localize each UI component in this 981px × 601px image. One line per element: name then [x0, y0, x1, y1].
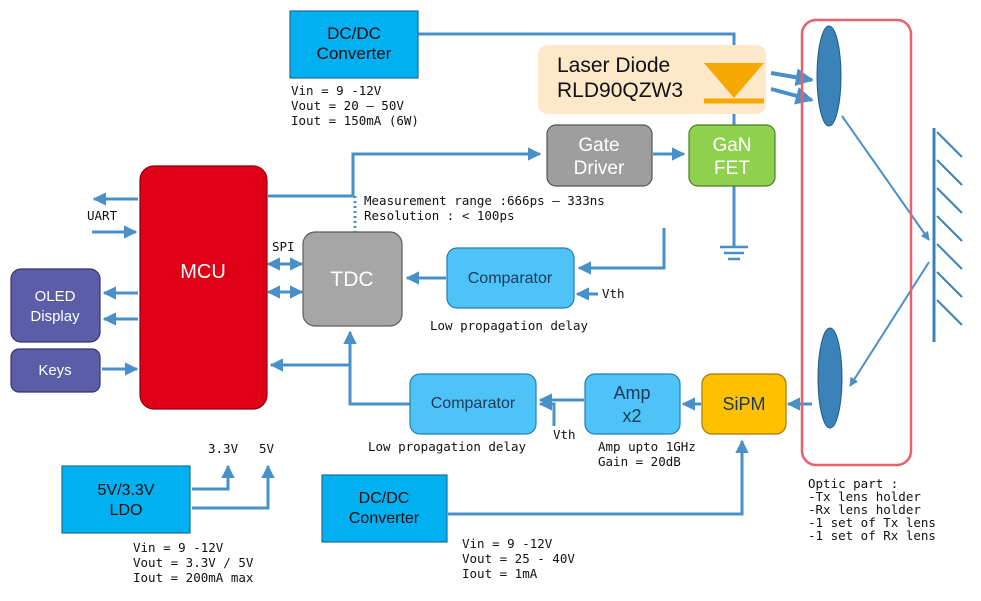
- amp-line1: Amp: [613, 383, 650, 403]
- spi-label: SPI: [272, 239, 295, 254]
- gan-fet-block: [688, 124, 776, 187]
- dcdc-bottom-line2: Converter: [349, 510, 420, 527]
- laser-line1: Laser Diode: [557, 54, 670, 77]
- uart-label: UART: [87, 208, 118, 223]
- v5-label: 5V: [259, 441, 275, 456]
- optical-path-tx: [841, 115, 930, 241]
- dcdc-top-spec-1: Vin = 9 -12V: [291, 83, 382, 98]
- ground-icon: [720, 245, 748, 261]
- rx-lens-icon: [817, 327, 843, 429]
- diode-icon: [704, 63, 764, 104]
- oled-line1: OLED: [35, 288, 76, 305]
- gan-line2: FET: [714, 158, 750, 179]
- ldo-line1: 5V/3.3V: [98, 482, 155, 499]
- optic-spec-tx-holder: -Tx lens holder: [808, 489, 921, 504]
- dcdc-top-spec-3: Iout = 150mA (6W): [291, 113, 419, 128]
- vth-bottom-label: Vth: [553, 427, 576, 442]
- comparator-top-label: Comparator: [468, 270, 553, 287]
- mcu-label: MCU: [180, 261, 226, 283]
- optic-spec-rx-holder: -Rx lens holder: [808, 502, 921, 517]
- comparator-bottom-block: [409, 373, 537, 435]
- dcdc-top-line2: Converter: [317, 44, 392, 63]
- dcdc-converter-top: [289, 10, 419, 79]
- dcdc-top-spec-2: Vout = 20 – 50V: [291, 98, 404, 113]
- wires: [92, 32, 930, 516]
- tdc-measurement-range: Measurement range :666ps – 333ns: [364, 193, 605, 208]
- target-surface-icon: [932, 128, 963, 342]
- tx-lens-icon: [816, 25, 842, 127]
- laser-beam-1: [770, 68, 814, 87]
- ldo-block: [61, 465, 191, 534]
- dcdc-bottom-spec-1: Vin = 9 -12V: [462, 536, 553, 551]
- dcdc-top-line1: DC/DC: [327, 24, 381, 43]
- delay-bottom-label: Low propagation delay: [368, 439, 527, 454]
- keys-block: [10, 348, 101, 393]
- wire-mcu-to-gate: [268, 147, 542, 198]
- dcdc-converter-bottom: [321, 474, 448, 543]
- amplifier-block: [584, 373, 681, 435]
- optic-spec-title: Optic part :: [808, 476, 898, 491]
- wire-comparator2-to-tdc: [343, 330, 411, 406]
- keys-label: Keys: [38, 362, 71, 379]
- gate-driver-block: [546, 124, 653, 187]
- laser-diode-panel: [538, 45, 766, 114]
- wire-gan-to-comparator: [577, 228, 666, 275]
- sipm-label: SiPM: [722, 394, 765, 414]
- dcdc-bottom-spec-2: Vout = 25 - 40V: [462, 551, 575, 566]
- comparator-bottom-label: Comparator: [431, 395, 516, 412]
- dcdc-bottom-spec-3: Iout = 1mA: [462, 566, 538, 581]
- optical-path-rx: [849, 261, 930, 387]
- mcu-block: [139, 165, 268, 410]
- gan-line1: GaN: [712, 135, 751, 156]
- oled-display-block: [10, 268, 101, 343]
- laser-beam-2: [770, 87, 814, 105]
- amp-line2: x2: [622, 406, 641, 426]
- delay-top-label: Low propagation delay: [430, 318, 589, 333]
- ldo-spec-2: Vout = 3.3V / 5V: [133, 555, 254, 570]
- dcdc-bottom-line1: DC/DC: [359, 490, 410, 507]
- tdc-resolution: Resolution : < 100ps: [364, 208, 515, 223]
- gate-line1: Gate: [578, 135, 619, 156]
- ldo-spec-3: Iout = 200mA max: [133, 570, 254, 585]
- amp-spec-1: Amp upto 1GHz: [598, 439, 696, 454]
- ldo-spec-1: Vin = 9 -12V: [133, 540, 224, 555]
- comparator-top-block: [446, 247, 575, 309]
- tdc-label: TDC: [330, 268, 373, 291]
- laser-line2: RLD90QZW3: [557, 79, 683, 102]
- optic-spec-rx-lens: -1 set of Rx lens: [808, 528, 936, 543]
- wire-ldo-3v3: [192, 464, 235, 491]
- v33-label: 3.3V: [208, 441, 239, 456]
- gate-line2: Driver: [574, 158, 625, 179]
- wire-ldo-5v: [192, 464, 275, 510]
- wire-vth-bottom: [538, 397, 556, 426]
- oled-line2: Display: [30, 308, 80, 325]
- sipm-block: [701, 373, 787, 435]
- amp-spec-2: Gain = 20dB: [598, 454, 681, 469]
- tdc-block: [302, 231, 403, 327]
- wire-dcdc2-to-sipm: [448, 439, 749, 516]
- ldo-line2: LDO: [110, 502, 143, 519]
- optic-spec-tx-lens: -1 set of Tx lens: [808, 515, 936, 530]
- optic-part-frame: [800, 18, 913, 467]
- vth-top-label: Vth: [602, 286, 625, 301]
